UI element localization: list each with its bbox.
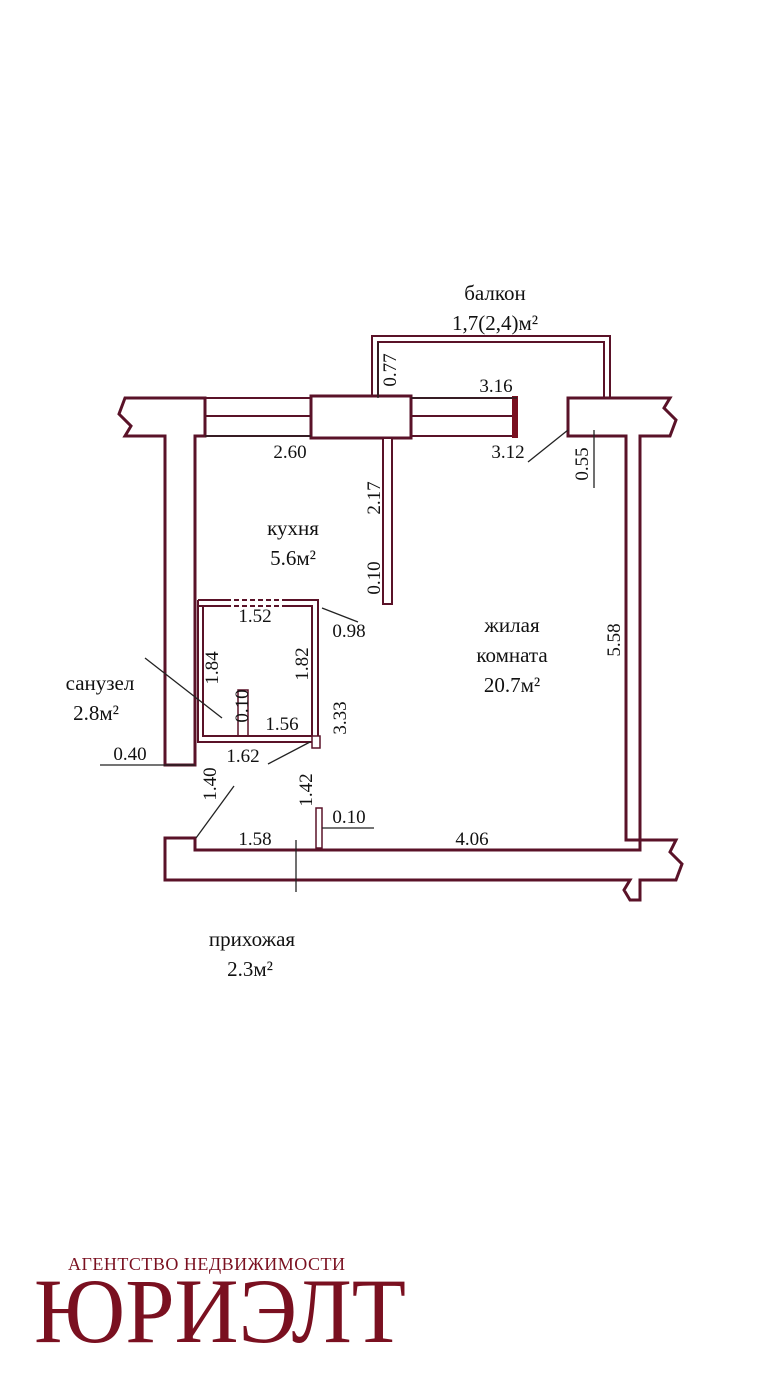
hallway-name: прихожая <box>209 927 295 951</box>
dim-wall-right-small: 0.55 <box>572 447 593 480</box>
living-name-1: жилая <box>483 613 540 637</box>
wall-pier <box>309 394 413 440</box>
window-right <box>410 396 518 438</box>
hallway-area: 2.3м² <box>227 957 273 981</box>
dim-bath-inner-gap: 0.10 <box>232 689 253 722</box>
dim-balcony-depth: 0.77 <box>380 353 401 386</box>
wall-top-left <box>117 396 207 767</box>
dim-bath-right-height: 1.82 <box>292 647 313 680</box>
dim-window-right: 3.16 <box>479 376 512 397</box>
balcony-name: балкон <box>464 281 526 305</box>
dim-kitchen-partition: 2.17 <box>364 481 385 514</box>
bathroom-area: 2.8м² <box>73 701 119 725</box>
agency-subtitle: АГЕНТСТВО НЕДВИЖИМОСТИ <box>68 1254 346 1274</box>
balcony-area: 1,7(2,4)м² <box>452 311 538 335</box>
kitchen-name: кухня <box>267 516 319 540</box>
living-name-2: комната <box>476 643 548 667</box>
living-area: 20.7м² <box>484 673 540 697</box>
dim-hall-door: 1.42 <box>296 773 317 806</box>
window-left <box>204 397 312 437</box>
dim-living-bottom: 4.06 <box>455 829 488 850</box>
bathroom-name: санузел <box>66 671 135 695</box>
bathroom-walls <box>197 599 321 749</box>
dimension-lines <box>100 342 595 892</box>
dim-bath-bottom: 1.62 <box>226 746 259 767</box>
wall-top-right <box>566 396 678 842</box>
dim-bath-bottom-inner: 1.56 <box>265 714 298 735</box>
dim-hall-post: 0.10 <box>332 807 365 828</box>
kitchen-area: 5.6м² <box>270 546 316 570</box>
dim-kitchen-width: 2.60 <box>273 442 306 463</box>
dim-living-height: 5.58 <box>604 623 625 656</box>
dim-partition-gap: 0.10 <box>364 561 385 594</box>
wall-bottom <box>163 836 684 902</box>
dim-living-width-top: 3.12 <box>491 442 524 463</box>
dim-bath-door: 1.52 <box>238 606 271 627</box>
dim-hall-width: 1.58 <box>238 829 271 850</box>
dim-bath-left-height: 1.84 <box>202 651 223 685</box>
dim-wall-thickness: 0.40 <box>113 744 146 765</box>
kitchen-partition <box>382 437 393 605</box>
agency-logo: ЮРИЭЛТ <box>34 1260 406 1362</box>
dim-bath-corner: 0.98 <box>332 621 365 642</box>
dim-hall-height: 3.33 <box>330 701 351 734</box>
hall-post <box>315 807 323 849</box>
dim-hall-diag: 1.40 <box>200 767 221 800</box>
